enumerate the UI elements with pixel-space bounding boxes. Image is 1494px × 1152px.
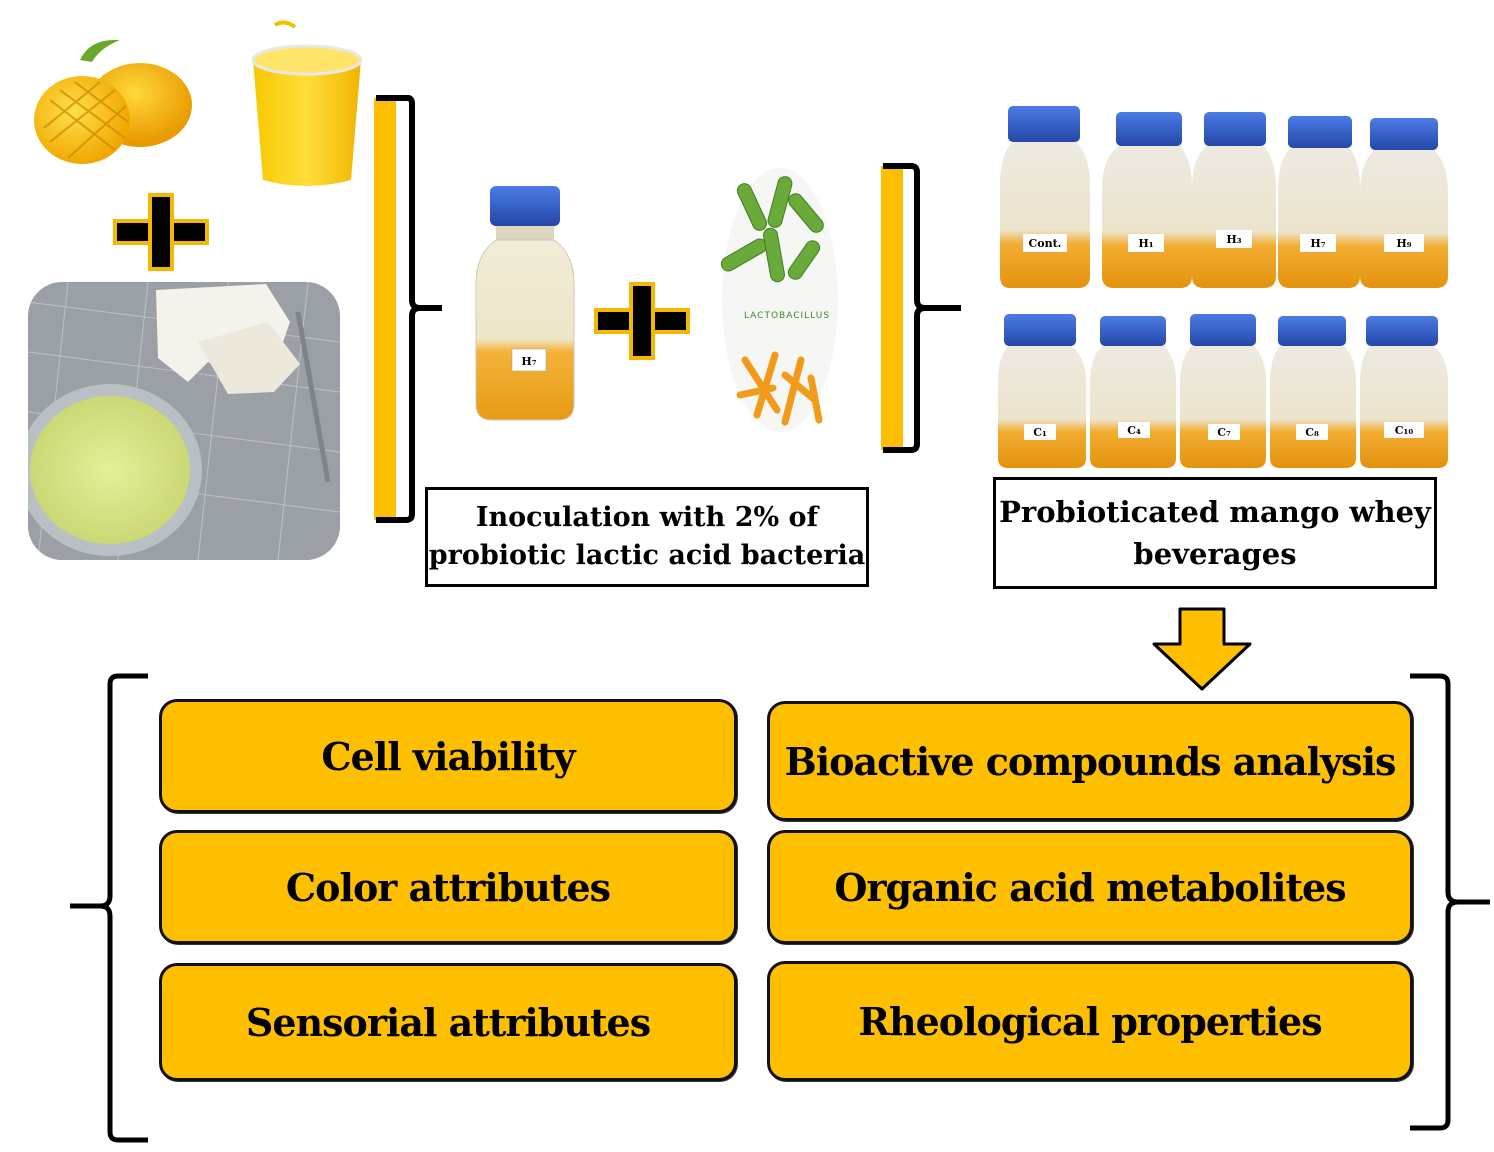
analysis-label: Bioactive compounds analysis [784,738,1397,784]
inoculation-caption: Inoculation with 2% of probiotic lactic … [425,487,869,587]
bottle: H₉ [1360,118,1448,288]
analysis-sensorial-attributes: Sensorial attributes [159,963,737,1081]
bracket-left-group [374,95,442,523]
bottle-label: C₁₀ [1395,424,1414,437]
bottle-h7: H₇ [475,186,575,421]
bottles-bottom-svg: C₁ C₄ C₇ C₈ C₁₀ [998,314,1448,468]
bracket-right-group [881,163,961,453]
bottle: Cont. [1000,106,1090,288]
bottle-label: C₁ [1033,426,1047,439]
inoculation-caption-line1: Inoculation with 2% of [475,502,819,533]
lactobacillus-image: LACTOBACILLUS [720,168,838,432]
down-arrow-icon [1152,607,1252,691]
analysis-label: Sensorial attributes [245,999,651,1045]
bottle-label: H₇ [1310,237,1325,250]
bottle: H₃ [1192,112,1276,288]
beverages-caption-line1: Probioticated mango whey [999,495,1431,529]
analysis-label: Rheological properties [858,998,1322,1044]
bottle-label: C₇ [1217,426,1231,439]
analysis-bioactive-compounds: Bioactive compounds analysis [767,701,1413,821]
mango-juice-image [251,20,363,186]
cheese-whey-image [28,282,340,560]
bottle-h7-label: H₇ [521,355,536,368]
plus-icon [113,193,209,271]
analysis-cell-viability: Cell viability [159,699,737,813]
bottles-top-svg: Cont. H₁ H₃ H₇ H₉ [1000,106,1448,288]
bracket-bottom-right [1410,673,1490,1131]
bottle: C₇ [1180,314,1266,468]
bottle-label: Cont. [1029,237,1062,250]
bottle-label: H₁ [1138,237,1153,250]
bottle: C₁₀ [1360,316,1448,468]
bottle: C₄ [1090,316,1176,468]
inoculation-caption-line2: probiotic lactic acid bacteria [428,540,866,571]
analysis-rheological-properties: Rheological properties [767,961,1413,1081]
analysis-organic-acid: Organic acid metabolites [767,830,1413,944]
beverages-caption-line2: beverages [1133,537,1297,571]
analysis-label: Organic acid metabolites [834,864,1346,910]
bottles-top-row: Cont. H₁ H₃ H₇ H₉ [998,104,1450,294]
bottle-label: H₉ [1396,237,1411,250]
analysis-label: Cell viability [321,733,575,779]
lactobacillus-label: LACTOBACILLUS [744,311,830,321]
beverages-caption: Probioticated mango whey beverages [993,477,1437,589]
analysis-color-attributes: Color attributes [159,830,737,944]
bottle-label: C₈ [1305,426,1319,439]
analysis-label: Color attributes [285,864,611,910]
bottle: C₁ [998,314,1086,468]
bottle-label: H₃ [1226,233,1241,246]
bottle: H₁ [1102,112,1192,288]
bracket-bottom-left [70,673,148,1143]
bottle: C₈ [1270,316,1356,468]
plus-icon [594,282,690,360]
bottles-bottom-row: C₁ C₄ C₇ C₈ C₁₀ [998,310,1450,472]
mango-image [34,39,192,164]
bottle: H₇ [1278,116,1360,288]
bottle-label: C₄ [1127,424,1141,437]
